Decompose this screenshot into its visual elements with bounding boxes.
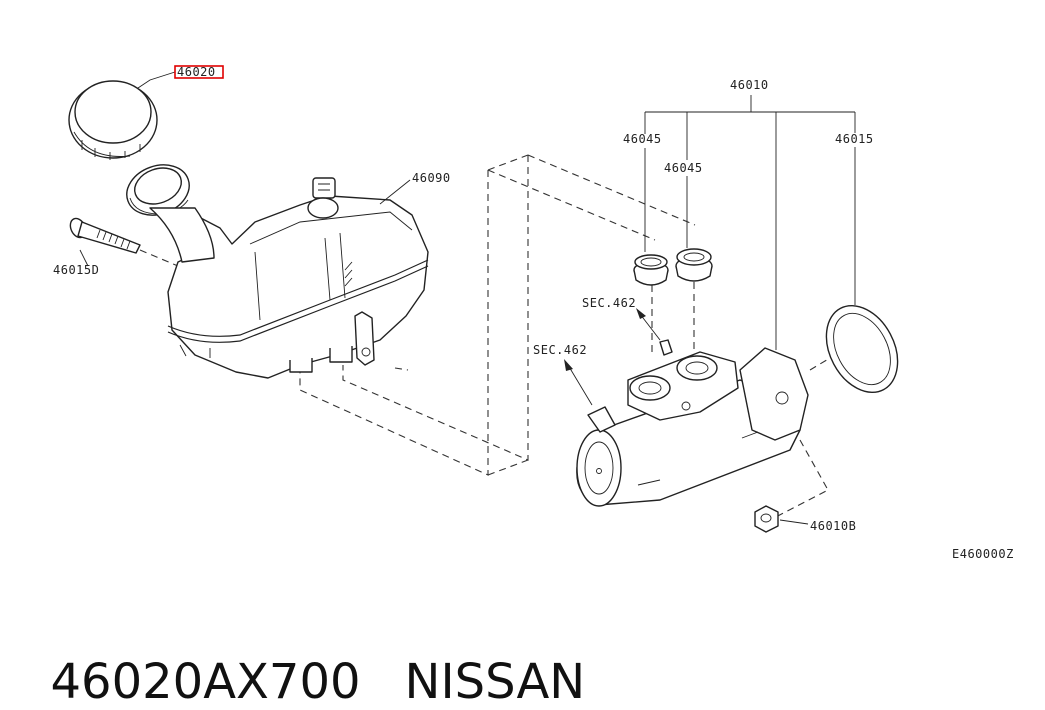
label-master-cylinder[interactable]: 46010 [730, 78, 769, 92]
label-nut[interactable]: 46010B [810, 519, 856, 533]
label-cap[interactable]: 46020 [177, 65, 216, 79]
seal-right [675, 248, 713, 282]
reservoir-cap [68, 80, 158, 160]
label-seal-right[interactable]: 46045 [664, 161, 703, 175]
highlight-box [174, 65, 224, 79]
seal-left [633, 254, 669, 286]
part-number: 46020AX700 [50, 654, 361, 710]
screw [69, 217, 179, 267]
label-sec-upper[interactable]: SEC.462 [582, 296, 636, 310]
master-cylinder [576, 339, 809, 507]
parts-diagram: 46020 46090 46015D 46010 46045 46045 460… [53, 65, 1014, 561]
label-seal-left[interactable]: 46045 [623, 132, 662, 146]
part-caption: 46020AX700 NISSAN [20, 598, 586, 710]
brand-name: NISSAN [404, 654, 586, 710]
figure-code: E460000Z [952, 547, 1014, 561]
mounting-frame-lines [299, 154, 836, 521]
reservoir-tank [149, 177, 429, 379]
label-reservoir[interactable]: 46090 [412, 171, 451, 185]
leader-lines [79, 71, 856, 525]
nut [754, 505, 779, 533]
label-sec-lower[interactable]: SEC.462 [533, 343, 587, 357]
filler-ring [126, 164, 190, 216]
o-ring [825, 304, 899, 394]
callouts: 46020 46090 46015D 46010 46045 46045 460… [53, 65, 1014, 561]
label-screw[interactable]: 46015D [53, 263, 99, 277]
label-o-ring[interactable]: 46015 [835, 132, 874, 146]
